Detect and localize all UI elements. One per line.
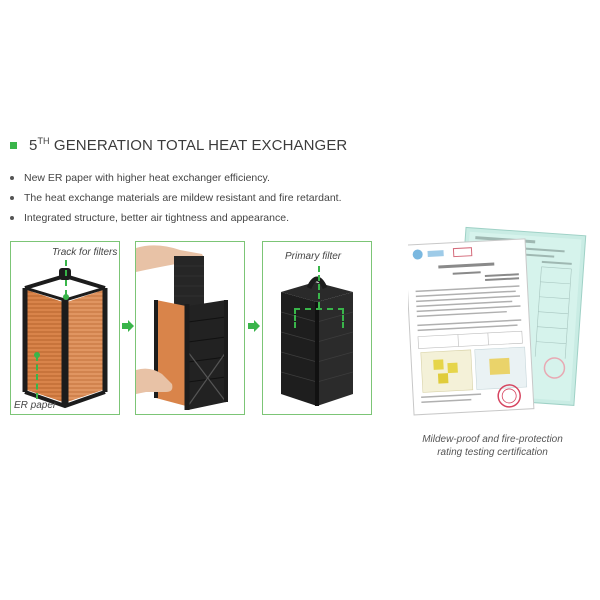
track-for-filters-label: Track for filters <box>52 247 118 258</box>
primary-filter-callout-bar <box>294 308 344 310</box>
feature-list: New ER paper with higher heat exchanger … <box>10 168 342 228</box>
primary-filter-callout-left <box>294 308 296 328</box>
er-paper-callout-dot <box>34 352 40 358</box>
list-item: Integrated structure, better air tightne… <box>10 208 342 228</box>
list-item: New ER paper with higher heat exchanger … <box>10 168 342 188</box>
primary-filter-label: Primary filter <box>285 251 342 262</box>
bullet-dot-icon <box>10 176 14 180</box>
section-title: 5TH GENERATION TOTAL HEAT EXCHANGER <box>29 136 348 154</box>
section-header: 5TH GENERATION TOTAL HEAT EXCHANGER <box>10 136 347 154</box>
arrow-right-icon <box>122 320 134 332</box>
filter-insertion-image <box>136 245 228 410</box>
primary-filter-panel <box>262 241 372 415</box>
primary-filter-image <box>280 276 354 406</box>
bullet-dot-icon <box>10 196 14 200</box>
track-callout-dot <box>63 294 69 300</box>
green-square-bullet-icon <box>10 141 17 149</box>
primary-filter-callout-right <box>342 308 344 328</box>
er-paper-label: ER paper <box>14 400 57 411</box>
track-callout-line <box>65 260 67 296</box>
bullet-dot-icon <box>10 216 14 220</box>
list-item: The heat exchange materials are mildew r… <box>10 188 342 208</box>
arrow-right-icon <box>248 320 260 332</box>
certificate-image <box>404 226 587 416</box>
certification-documents <box>404 226 588 426</box>
certificate-caption: Mildew-proof and fire-protection rating … <box>422 434 563 458</box>
er-paper-callout-line <box>36 355 38 399</box>
primary-filter-callout-line <box>318 266 320 308</box>
filter-insertion-panel <box>135 241 245 415</box>
